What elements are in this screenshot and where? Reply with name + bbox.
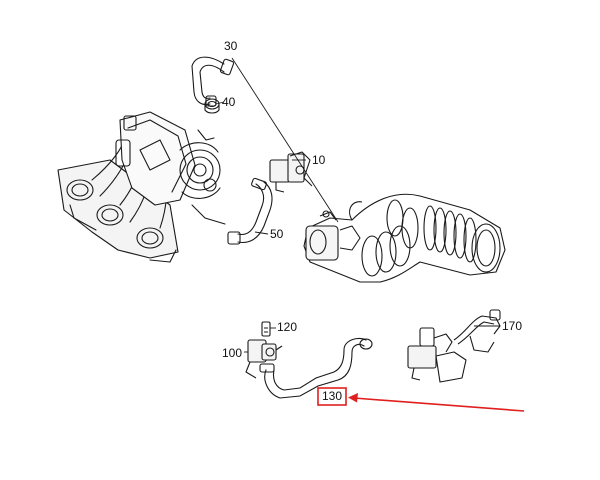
hose-50 [227, 177, 273, 245]
callout-40: 40 [222, 95, 236, 109]
callout-120: 120 [277, 320, 297, 334]
highlight-arrow-shaft [353, 397, 525, 412]
leader-line-30 [231, 57, 339, 223]
clip-120 [261, 321, 271, 337]
valve-10 [269, 151, 313, 193]
leader-line-40 [215, 101, 225, 105]
highlight-box [317, 387, 347, 406]
intake-duct [303, 193, 506, 283]
callout-10: 10 [312, 153, 326, 167]
highlight-arrowhead [348, 393, 358, 403]
leader-line-50 [254, 231, 269, 235]
valve-100 [245, 339, 283, 379]
hose-30 [191, 56, 235, 107]
callout-100: 100 [222, 346, 242, 360]
turbocharger-assembly [57, 111, 226, 263]
callout-130: 130 [322, 389, 342, 403]
valve-bracket-170 [407, 309, 501, 383]
clamp-40 [204, 98, 220, 114]
hose-130 [259, 337, 373, 399]
leader-lines [215, 57, 500, 353]
callout-170: 170 [502, 319, 522, 333]
callout-50: 50 [270, 227, 284, 241]
callout-30: 30 [224, 39, 238, 53]
highlight-130 [317, 387, 525, 412]
